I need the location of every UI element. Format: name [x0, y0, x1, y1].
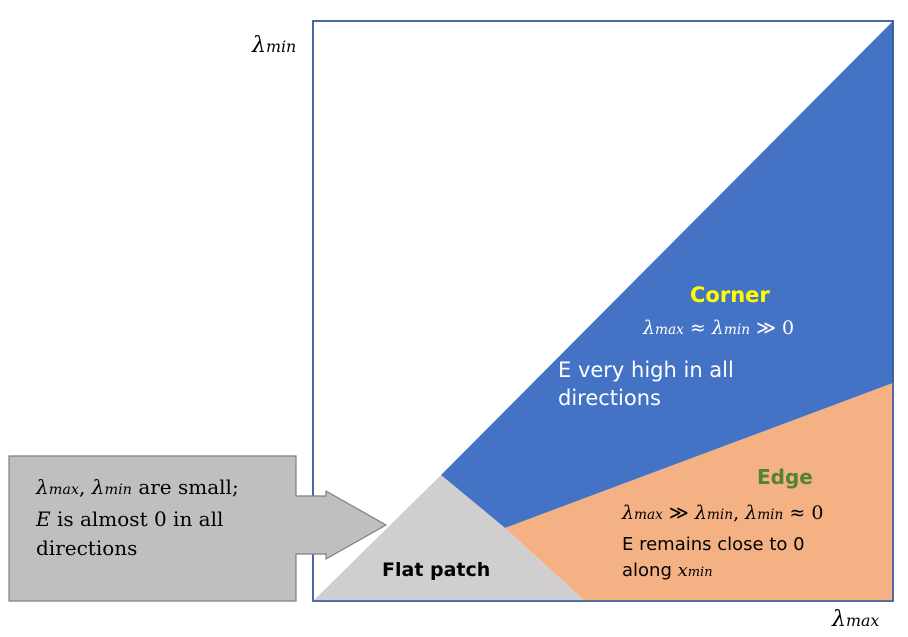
callout-line-2: E is almost 0 in all: [36, 505, 239, 534]
flat-title: Flat patch: [382, 559, 491, 581]
x-axis-label-subscript: max: [845, 611, 880, 630]
edge-title: Edge: [757, 465, 813, 489]
y-axis-label-symbol: λ: [252, 33, 266, 58]
callout-arrow-shape: [8, 455, 388, 602]
edge-condition-lambda-2: λ: [694, 502, 707, 524]
corner-description: E very high in all directions: [558, 356, 734, 412]
x-axis-label-symbol: λ: [832, 607, 846, 632]
callout-sub-1: max: [48, 482, 80, 498]
corner-condition-sub-2: min: [723, 322, 751, 338]
y-axis-label-subscript: min: [265, 37, 297, 56]
edge-condition-relation-1: ≫: [662, 502, 695, 524]
corner-condition-relation-2: ≫ 0: [750, 317, 795, 339]
y-axis-label: λmin: [252, 33, 296, 59]
edge-region: [505, 383, 893, 601]
edge-condition-sub-1: max: [634, 507, 663, 523]
corner-description-line-2: directions: [558, 386, 661, 410]
edge-condition-sub-3: min: [757, 507, 784, 523]
corner-condition-lambda-2: λ: [711, 317, 724, 339]
corner-title: Corner: [690, 283, 770, 307]
corner-condition-sub-1: max: [655, 322, 684, 338]
callout-energy-variable: E: [36, 507, 51, 531]
corner-condition-relation-1: ≈: [683, 317, 712, 339]
callout-line-2-rest: is almost 0 in all: [50, 507, 224, 531]
edge-description-variable-sub: min: [687, 565, 713, 580]
plot-frame-border: [312, 20, 894, 602]
callout-sub-2: min: [104, 482, 132, 498]
callout-lambda-2: λ: [91, 475, 105, 499]
edge-description-line-1: E remains close to 0: [622, 534, 805, 555]
edge-condition: λmax ≫ λmin, λmin ≈ 0: [622, 502, 823, 525]
callout-separator: ,: [79, 475, 92, 499]
corner-description-line-1: E very high in all: [558, 358, 734, 382]
edge-description-line-2: along xmin: [622, 558, 805, 586]
edge-description: E remains close to 0 along xmin: [622, 532, 805, 586]
edge-condition-separator: ,: [733, 502, 746, 524]
edge-description-variable: x: [677, 560, 688, 581]
corner-condition: λmax ≈ λmin ≫ 0: [643, 317, 794, 340]
edge-condition-lambda-3: λ: [745, 502, 758, 524]
edge-condition-lambda-1: λ: [622, 502, 635, 524]
corner-condition-lambda-1: λ: [643, 317, 656, 339]
x-axis-label: λmax: [832, 607, 879, 633]
callout-text: λmax, λmin are small; E is almost 0 in a…: [36, 473, 239, 563]
corner-region: [441, 21, 893, 528]
edge-condition-relation-3: ≈ 0: [783, 502, 824, 524]
callout-line-1-rest: are small;: [131, 475, 239, 499]
callout-lambda-1: λ: [36, 475, 49, 499]
flat-region: [313, 475, 585, 601]
edge-description-prefix: along: [622, 560, 678, 581]
callout-line-1: λmax, λmin are small;: [36, 473, 239, 505]
callout-line-3: directions: [36, 536, 138, 560]
edge-condition-sub-2: min: [706, 507, 734, 523]
